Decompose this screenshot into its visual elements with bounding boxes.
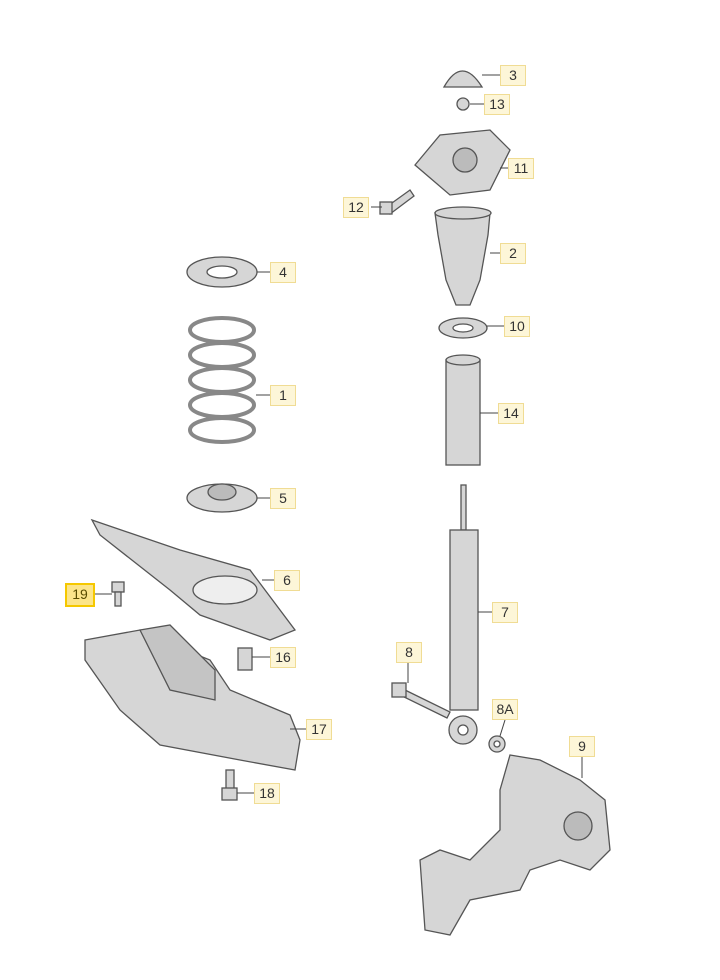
callout-3[interactable]: 3 — [500, 65, 526, 86]
callout-13[interactable]: 13 — [484, 94, 510, 115]
callout-9[interactable]: 9 — [569, 736, 595, 757]
dust-boot-part-14[interactable] — [445, 354, 481, 466]
callout-11[interactable]: 11 — [508, 158, 534, 179]
bush-part-16[interactable] — [237, 647, 253, 671]
callout-14[interactable]: 14 — [498, 403, 524, 424]
callout-8A[interactable]: 8A — [492, 699, 518, 720]
washer-part-10[interactable] — [438, 317, 488, 339]
callout-4[interactable]: 4 — [270, 262, 296, 283]
wheel-bearing-housing-part-9[interactable] — [419, 754, 611, 936]
callout-17[interactable]: 17 — [306, 719, 332, 740]
strut-mount-part-11[interactable] — [414, 129, 511, 196]
callout-6[interactable]: 6 — [274, 570, 300, 591]
callout-1[interactable]: 1 — [270, 385, 296, 406]
callout-16[interactable]: 16 — [270, 647, 296, 668]
callout-12[interactable]: 12 — [343, 197, 369, 218]
cover-part-17[interactable] — [84, 624, 301, 771]
callout-5[interactable]: 5 — [270, 488, 296, 509]
seat-part-5[interactable] — [186, 483, 258, 513]
seat-part-4[interactable] — [186, 256, 258, 288]
callout-8[interactable]: 8 — [396, 642, 422, 663]
callout-19-highlighted[interactable]: 19 — [65, 583, 95, 607]
callout-10[interactable]: 10 — [504, 316, 530, 337]
callout-2[interactable]: 2 — [500, 243, 526, 264]
control-arm-part-6[interactable] — [90, 518, 297, 641]
leader-lines — [95, 74, 583, 794]
bump-stop-part-2[interactable] — [434, 206, 492, 306]
bolt-part-19[interactable] — [111, 581, 125, 607]
shock-absorber-part-7[interactable] — [448, 484, 479, 745]
spring-part-1[interactable] — [188, 316, 256, 444]
callout-18[interactable]: 18 — [254, 783, 280, 804]
nut-part-13[interactable] — [456, 97, 470, 111]
bolt-part-12[interactable] — [379, 189, 415, 215]
bolt-part-8[interactable] — [391, 682, 451, 719]
bolt-part-18[interactable] — [221, 769, 238, 801]
callout-7[interactable]: 7 — [492, 602, 518, 623]
cap-part-3[interactable] — [442, 70, 484, 88]
nut-part-8A[interactable] — [488, 735, 506, 753]
